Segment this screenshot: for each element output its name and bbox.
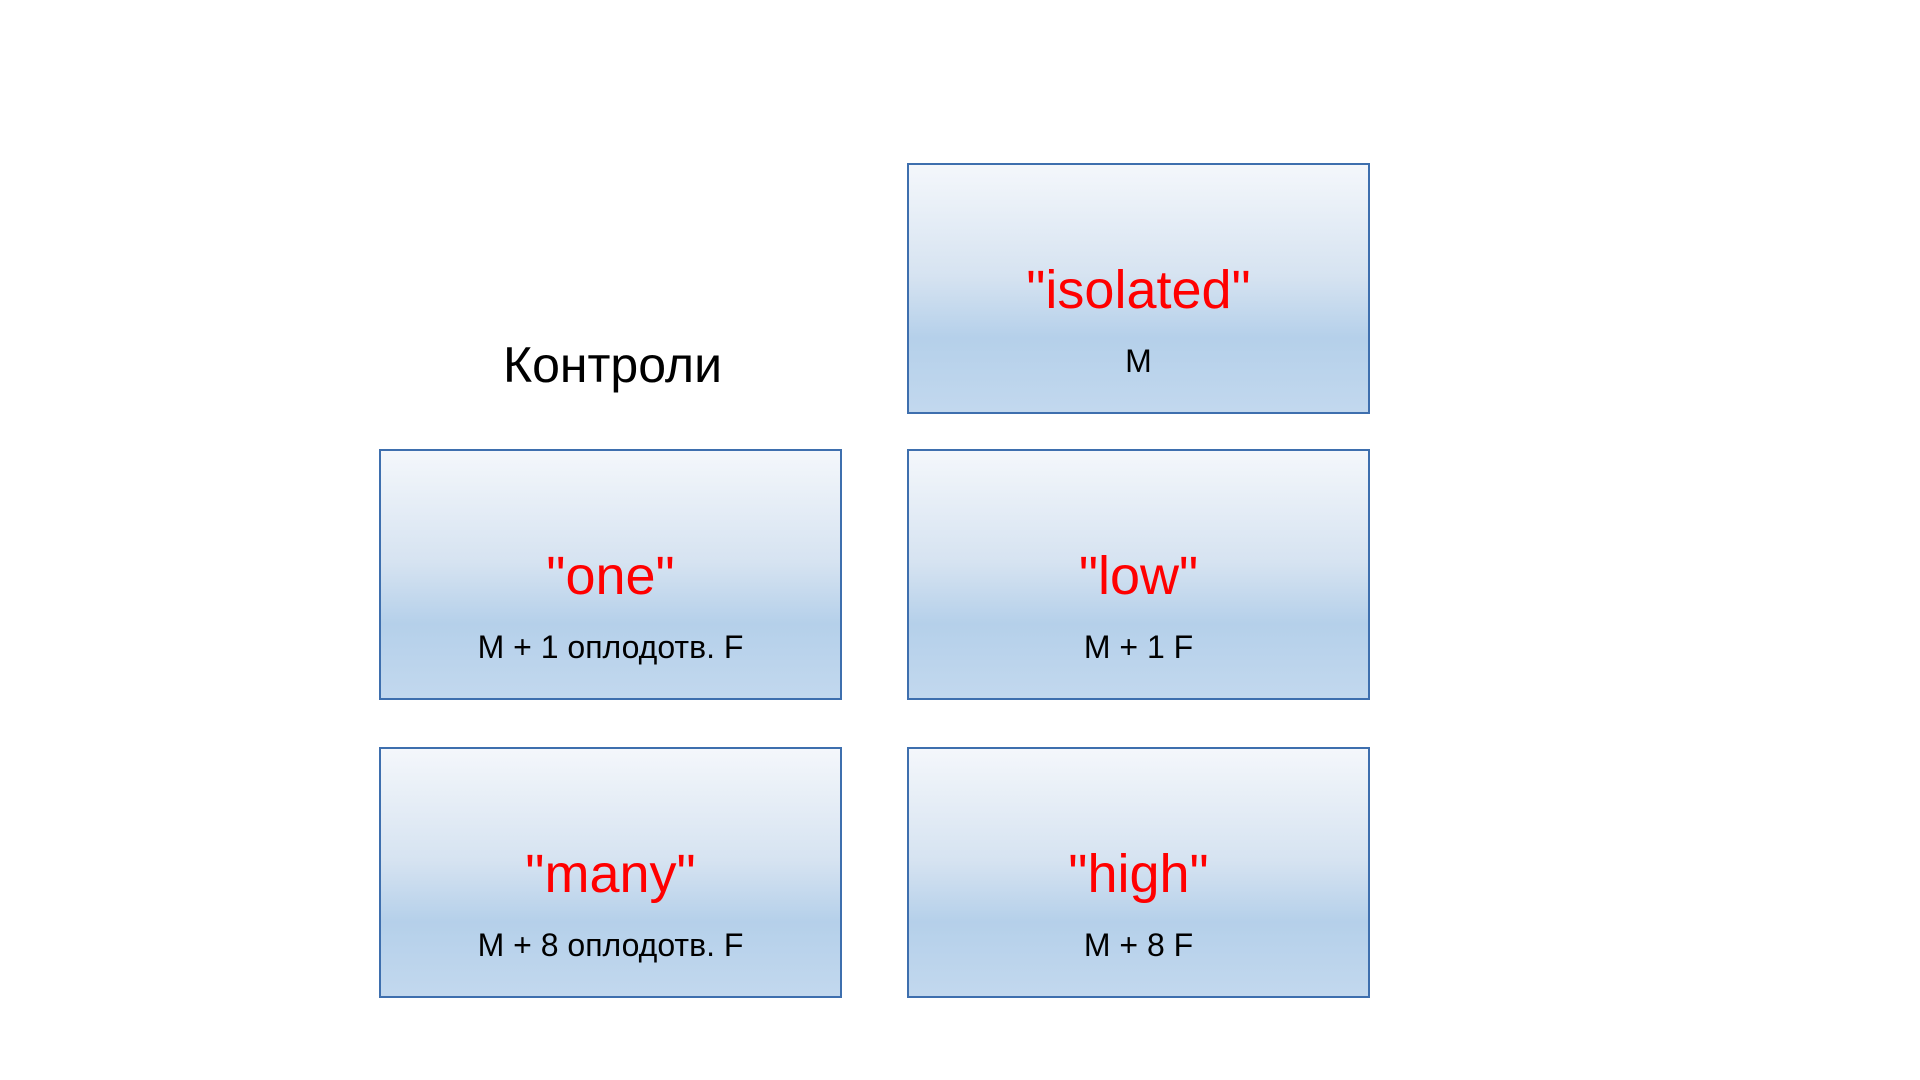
box-label: "one" [546,546,675,606]
box-low: "low" M + 1 F [907,449,1370,700]
box-subtitle: M + 1 F [1083,629,1194,665]
box-label: "low" [1078,546,1199,606]
box-subtitle: M + 8 оплодотв. F [477,927,744,963]
box-isolated: "isolated" M [907,163,1370,414]
box-one: "one" M + 1 оплодотв. F [379,449,842,700]
box-subtitle: M [1125,343,1152,379]
box-high: "high" M + 8 F [907,747,1370,998]
box-label: "high" [1068,844,1209,904]
box-label: "many" [525,844,696,904]
box-subtitle: M + 8 F [1083,927,1194,963]
box-many: "many" M + 8 оплодотв. F [379,747,842,998]
box-subtitle: M + 1 оплодотв. F [477,629,744,665]
box-label: "isolated" [1026,260,1251,320]
controls-heading: Контроли [502,337,723,393]
